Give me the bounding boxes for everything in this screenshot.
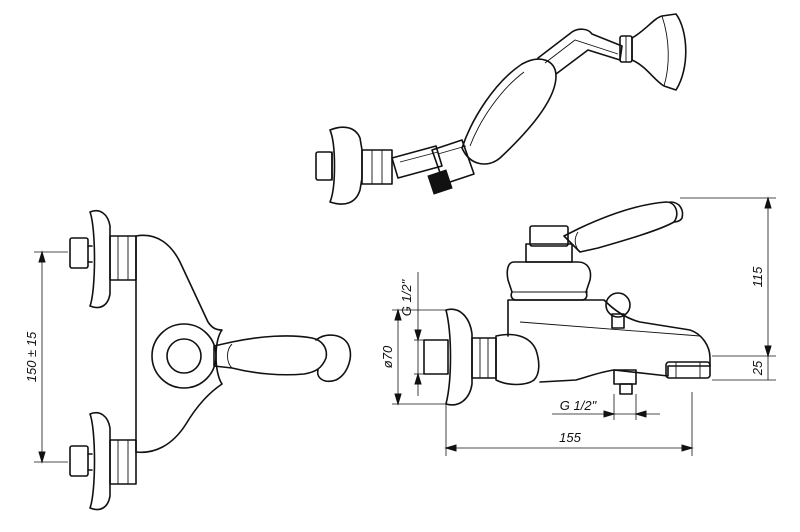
side-view: 115 25 155 G 1/2" ø70 G 1/2" bbox=[380, 196, 776, 456]
dimension-25-label: 25 bbox=[750, 360, 765, 376]
hand-shower bbox=[315, 13, 687, 205]
diameter-70-label: ø70 bbox=[380, 345, 395, 368]
dimension-150-label: 150 ± 15 bbox=[24, 331, 39, 382]
thread-top-label: G 1/2" bbox=[399, 278, 414, 316]
thread-bottom-label: G 1/2" bbox=[560, 398, 598, 413]
dimension-115-label: 115 bbox=[750, 266, 765, 287]
front-view: 150 ± 15 bbox=[24, 210, 352, 511]
dimension-155-label: 155 bbox=[559, 430, 581, 445]
